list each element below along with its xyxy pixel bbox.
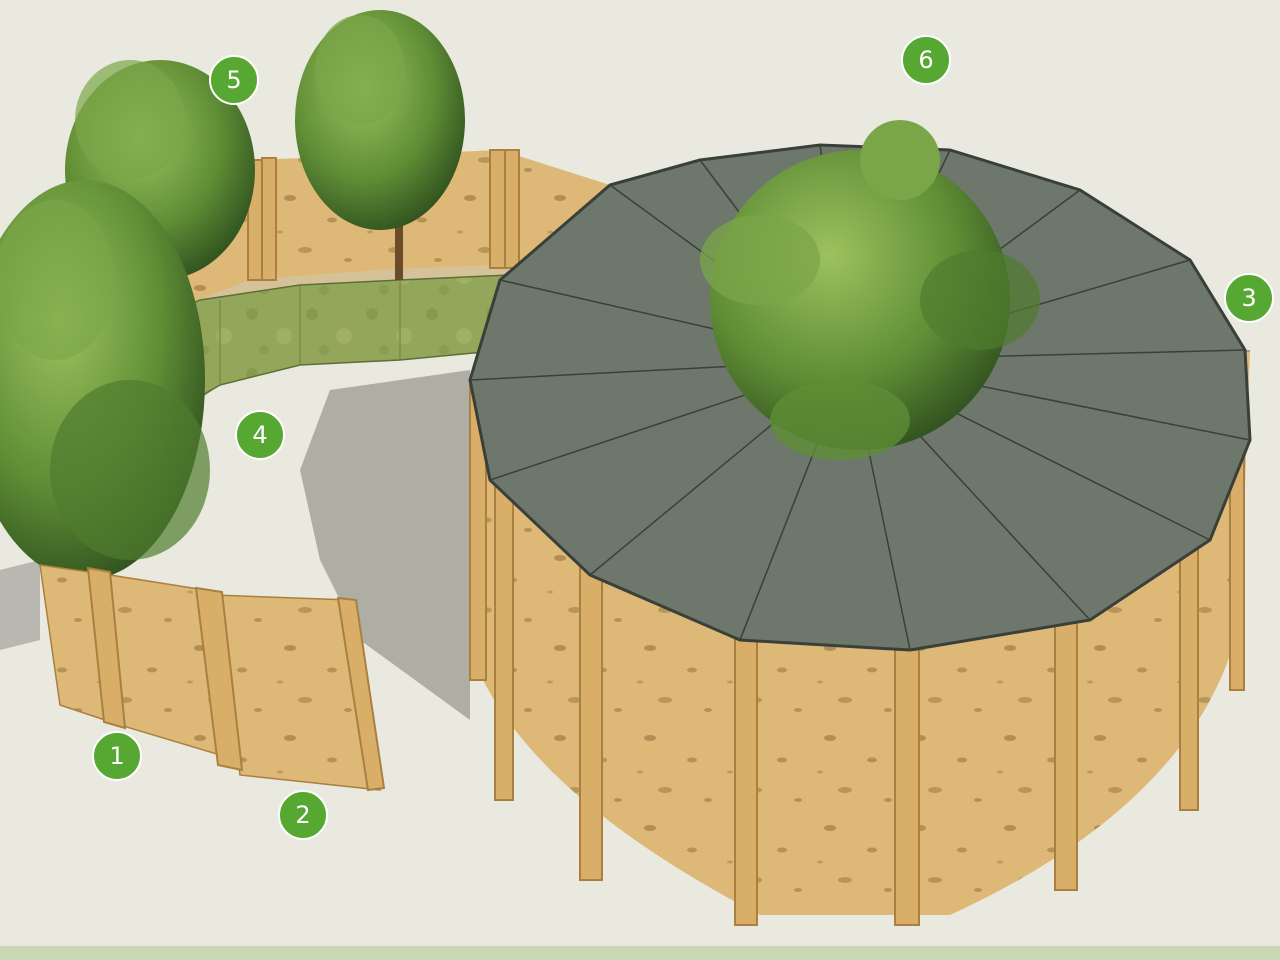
marker-5: 5 bbox=[209, 55, 259, 105]
marker-1: 1 bbox=[92, 731, 142, 781]
marker-1-label: 1 bbox=[109, 742, 124, 770]
plywood-panel-icon bbox=[39, 564, 386, 792]
marker-4-label: 4 bbox=[252, 421, 267, 449]
marker-5-label: 5 bbox=[226, 66, 241, 94]
tree-icon bbox=[295, 10, 465, 280]
marker-2-label: 2 bbox=[295, 801, 310, 829]
bottom-border bbox=[0, 946, 1280, 960]
marker-3: 3 bbox=[1224, 273, 1274, 323]
marker-4: 4 bbox=[235, 410, 285, 460]
marker-6-label: 6 bbox=[918, 46, 933, 74]
marker-2: 2 bbox=[278, 790, 328, 840]
marker-6: 6 bbox=[901, 35, 951, 85]
markers: 1 2 3 4 5 6 bbox=[92, 35, 1274, 840]
ground-shadows bbox=[0, 370, 470, 720]
tree-icon bbox=[700, 120, 1040, 460]
marker-3-label: 3 bbox=[1241, 284, 1256, 312]
tree-icon bbox=[0, 180, 210, 580]
